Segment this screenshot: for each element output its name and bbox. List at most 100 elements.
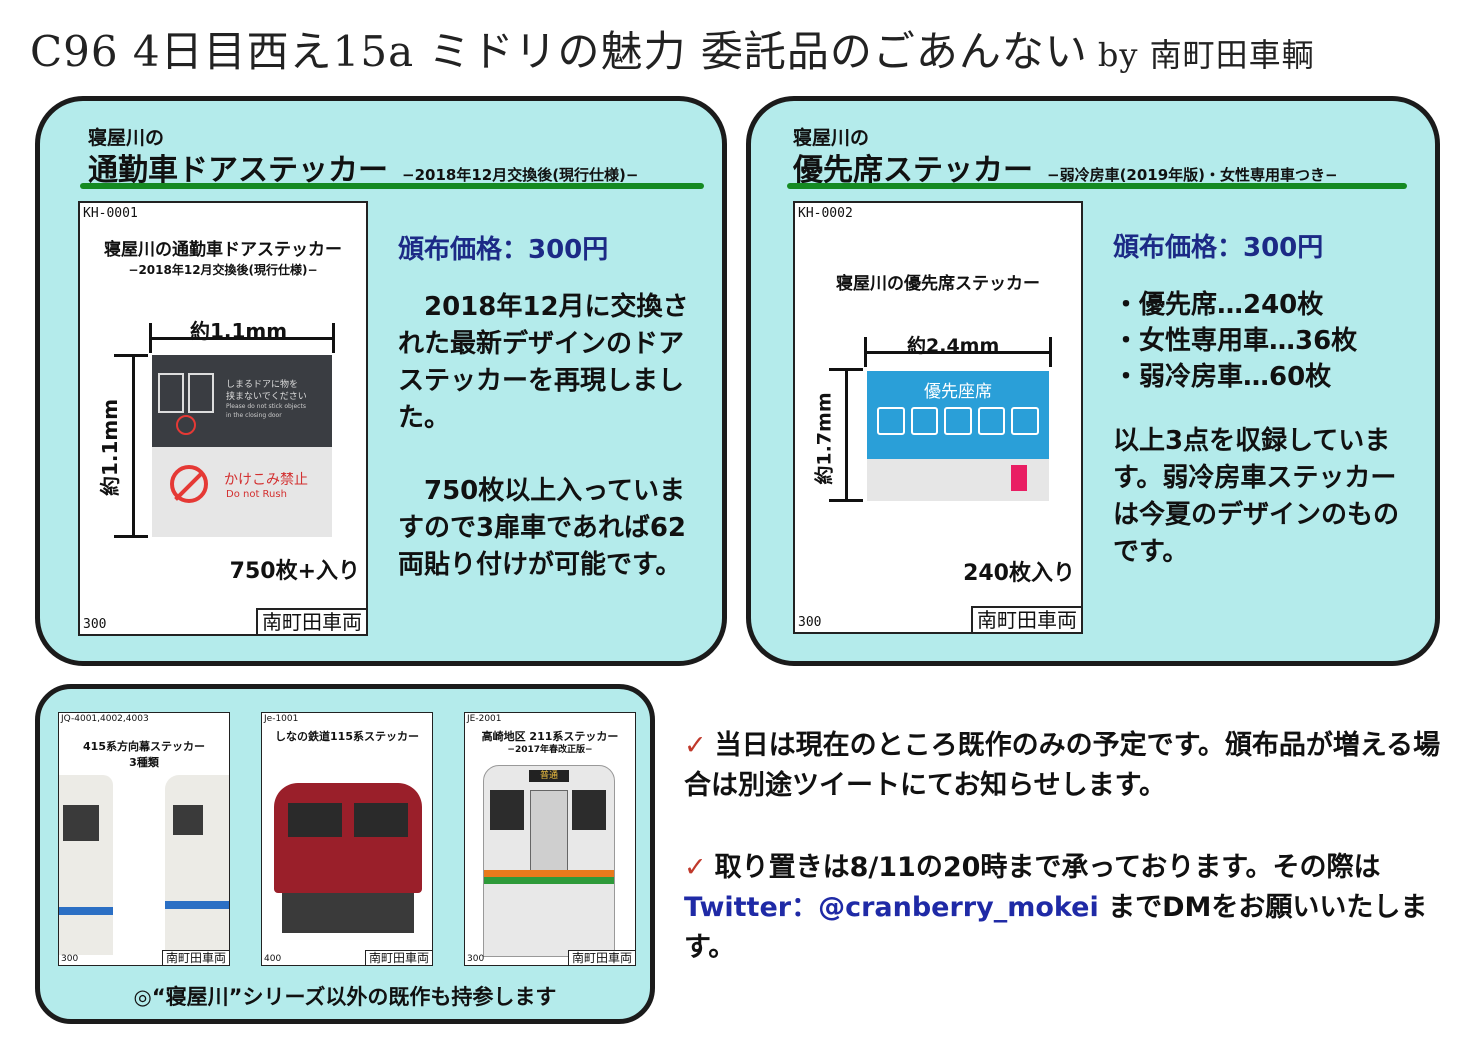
item-code: JE-2001 — [467, 714, 502, 724]
height-label: 約1.7mm — [813, 392, 836, 485]
list-item: ・優先席…240枚 — [1113, 290, 1324, 320]
seat-icon — [877, 407, 905, 435]
price-label: 頒布価格：300円 — [1113, 233, 1324, 263]
train-body — [274, 783, 422, 893]
width-tick-right — [332, 323, 335, 353]
pink-badge — [1011, 465, 1027, 491]
sign-heading: 優先座席 — [924, 382, 992, 402]
sheet-count: 240枚入り — [963, 561, 1075, 586]
height-tick-bottom — [114, 535, 148, 538]
item-card: JE-2001 高崎地区 211系ステッカー −2017年春改正版− 普通 30… — [464, 712, 636, 966]
seat-icons-row — [877, 407, 1039, 435]
no-rush-jp: かけこみ禁止 — [224, 472, 308, 488]
item-price: 300 — [61, 954, 79, 964]
sticker-en-line2: in the closing door — [226, 412, 282, 419]
maker-badge: 南町田車両 — [256, 608, 368, 636]
train-windshield-right — [354, 803, 408, 837]
no-hand-icon — [176, 415, 196, 435]
height-label: 約1.1mm — [98, 398, 123, 497]
notice-2-text-b: までDMをお願いいたします。 — [684, 892, 1428, 963]
panel-subtitle: 寝屋川の — [88, 127, 165, 149]
panel-title: 通勤車ドアステッカー −2018年12月交換後(現行仕様)− — [88, 145, 638, 189]
train-stripe-orange — [484, 870, 614, 877]
card-title: 寝屋川の通勤車ドアステッカー — [104, 240, 342, 260]
item-title: 415系方向幕ステッカー — [83, 740, 205, 753]
card-title: 寝屋川の優先席ステッカー — [836, 274, 1040, 294]
item-title-2: −2017年春改正版− — [507, 745, 593, 755]
item-card: JQ-4001,4002,4003 415系方向幕ステッカー 3種類 300 南… — [58, 712, 230, 966]
green-rule — [80, 183, 704, 189]
item-price: 400 — [264, 954, 282, 964]
priority-seat-image: 優先座席 — [867, 371, 1049, 501]
maker-badge: 南町田車両 — [161, 950, 229, 965]
notice-2-text-a: 取り置きは8/11の20時まで承っております。その際は — [714, 852, 1381, 883]
panel-title-main: 通勤車ドアステッカー — [88, 153, 388, 188]
priority-seat-panel: 寝屋川の 優先席ステッカー −弱冷房車(2019年版)・女性専用車つき− KH-0… — [746, 96, 1440, 666]
panel-title-main: 優先席ステッカー — [793, 153, 1033, 188]
train-image-right — [165, 775, 229, 955]
price-label: 頒布価格：300円 — [398, 235, 609, 265]
item-price: 300 — [467, 954, 485, 964]
door-icon — [158, 373, 184, 413]
train-window-right — [572, 790, 606, 830]
train-stripe — [165, 901, 229, 909]
maker-badge: 南町田車両 — [567, 950, 635, 965]
item-title: 高崎地区 211系ステッカー — [481, 730, 619, 743]
panel-title-note: −弱冷房車(2019年版)・女性専用車つき− — [1047, 166, 1338, 184]
train-window-left — [490, 790, 524, 830]
width-tick-left — [864, 337, 867, 367]
twitter-handle-link[interactable]: Twitter：@cranberry_mokei — [684, 892, 1099, 923]
list-item: ・弱冷房車…60枚 — [1113, 362, 1332, 392]
author-text: by 南町田車輌 — [1097, 36, 1315, 74]
product-card: KH-0002 寝屋川の優先席ステッカー 約2.4mm 約1.7mm 優先座席 … — [793, 201, 1083, 634]
no-rush-icon — [170, 465, 208, 503]
description-2: 750枚以上入っていますので3扉車であれば62両貼り付けが可能です。 — [398, 476, 687, 580]
door-sticker-image: しまるドアに物を 挟まないでください Please do not stick o… — [152, 355, 332, 537]
height-tick-top — [114, 354, 148, 357]
other-items-panel: JQ-4001,4002,4003 415系方向幕ステッカー 3種類 300 南… — [35, 684, 655, 1024]
maker-badge: 南町田車両 — [971, 606, 1083, 634]
train-lower — [282, 893, 414, 933]
item-code: JQ-4001,4002,4003 — [61, 714, 149, 724]
width-tick-left — [149, 323, 152, 353]
seat-icon — [910, 407, 939, 435]
door-icon-2 — [188, 373, 214, 413]
train-door — [530, 790, 568, 882]
panel-subtitle: 寝屋川の — [793, 127, 870, 149]
sticker-jp-line1: しまるドアに物を — [226, 380, 299, 390]
width-tick-right — [1049, 337, 1052, 367]
list-item: ・女性専用車…36枚 — [1113, 326, 1358, 356]
height-dimension-line — [132, 355, 135, 537]
sheet-count: 750枚+入り — [229, 559, 360, 584]
other-items-footer: ◎“寝屋川”シリーズ以外の既作も持参します — [133, 985, 557, 1009]
no-rush-slash — [174, 471, 204, 501]
panel-title-note: −2018年12月交換後(現行仕様)− — [402, 166, 639, 184]
notice-1: ✓当日は現在のところ既作のみの予定です。頒布品が増える場合は別途ツイートにてお知… — [684, 726, 1454, 806]
check-icon: ✓ — [684, 730, 707, 761]
train-windshield-left — [288, 803, 342, 837]
seat-icon — [977, 407, 1006, 435]
sticker-en-line1: Please do not stick objects — [226, 403, 306, 410]
item-card: Je-1001 しなの鉄道115系ステッカー 400 南町田車両 — [261, 712, 433, 966]
description: 以上3点を収録しています。弱冷房車ステッカーは今夏のデザインのものです。 — [1113, 426, 1400, 567]
seat-icon — [1011, 407, 1039, 435]
train-image-left — [59, 775, 113, 955]
product-code: KH-0002 — [798, 206, 853, 221]
train-image: 普通 — [483, 765, 615, 957]
check-icon: ✓ — [684, 852, 707, 883]
sticker-top-dark: しまるドアに物を 挟まないでください Please do not stick o… — [152, 355, 332, 447]
notice-1-text: 当日は現在のところ既作のみの予定です。頒布品が増える場合は別途ツイートにてお知ら… — [684, 730, 1441, 801]
width-dimension-line — [865, 351, 1051, 354]
train-stripe — [59, 907, 113, 915]
door-sticker-panel: 寝屋川の 通勤車ドアステッカー −2018年12月交換後(現行仕様)− KH-00… — [35, 96, 727, 666]
train-image — [274, 763, 422, 958]
product-code: KH-0001 — [83, 206, 138, 221]
item-title-2: 3種類 — [129, 756, 159, 769]
description-1: 2018年12月に交換された最新デザインのドアステッカーを再現しました。 — [398, 292, 689, 433]
height-tick-bottom — [829, 499, 863, 502]
panel-title: 優先席ステッカー −弱冷房車(2019年版)・女性専用車つき− — [793, 145, 1338, 189]
train-sign: 普通 — [529, 770, 569, 782]
train-window — [63, 805, 99, 841]
item-title: しなの鉄道115系ステッカー — [275, 730, 419, 743]
green-rule — [787, 183, 1407, 189]
